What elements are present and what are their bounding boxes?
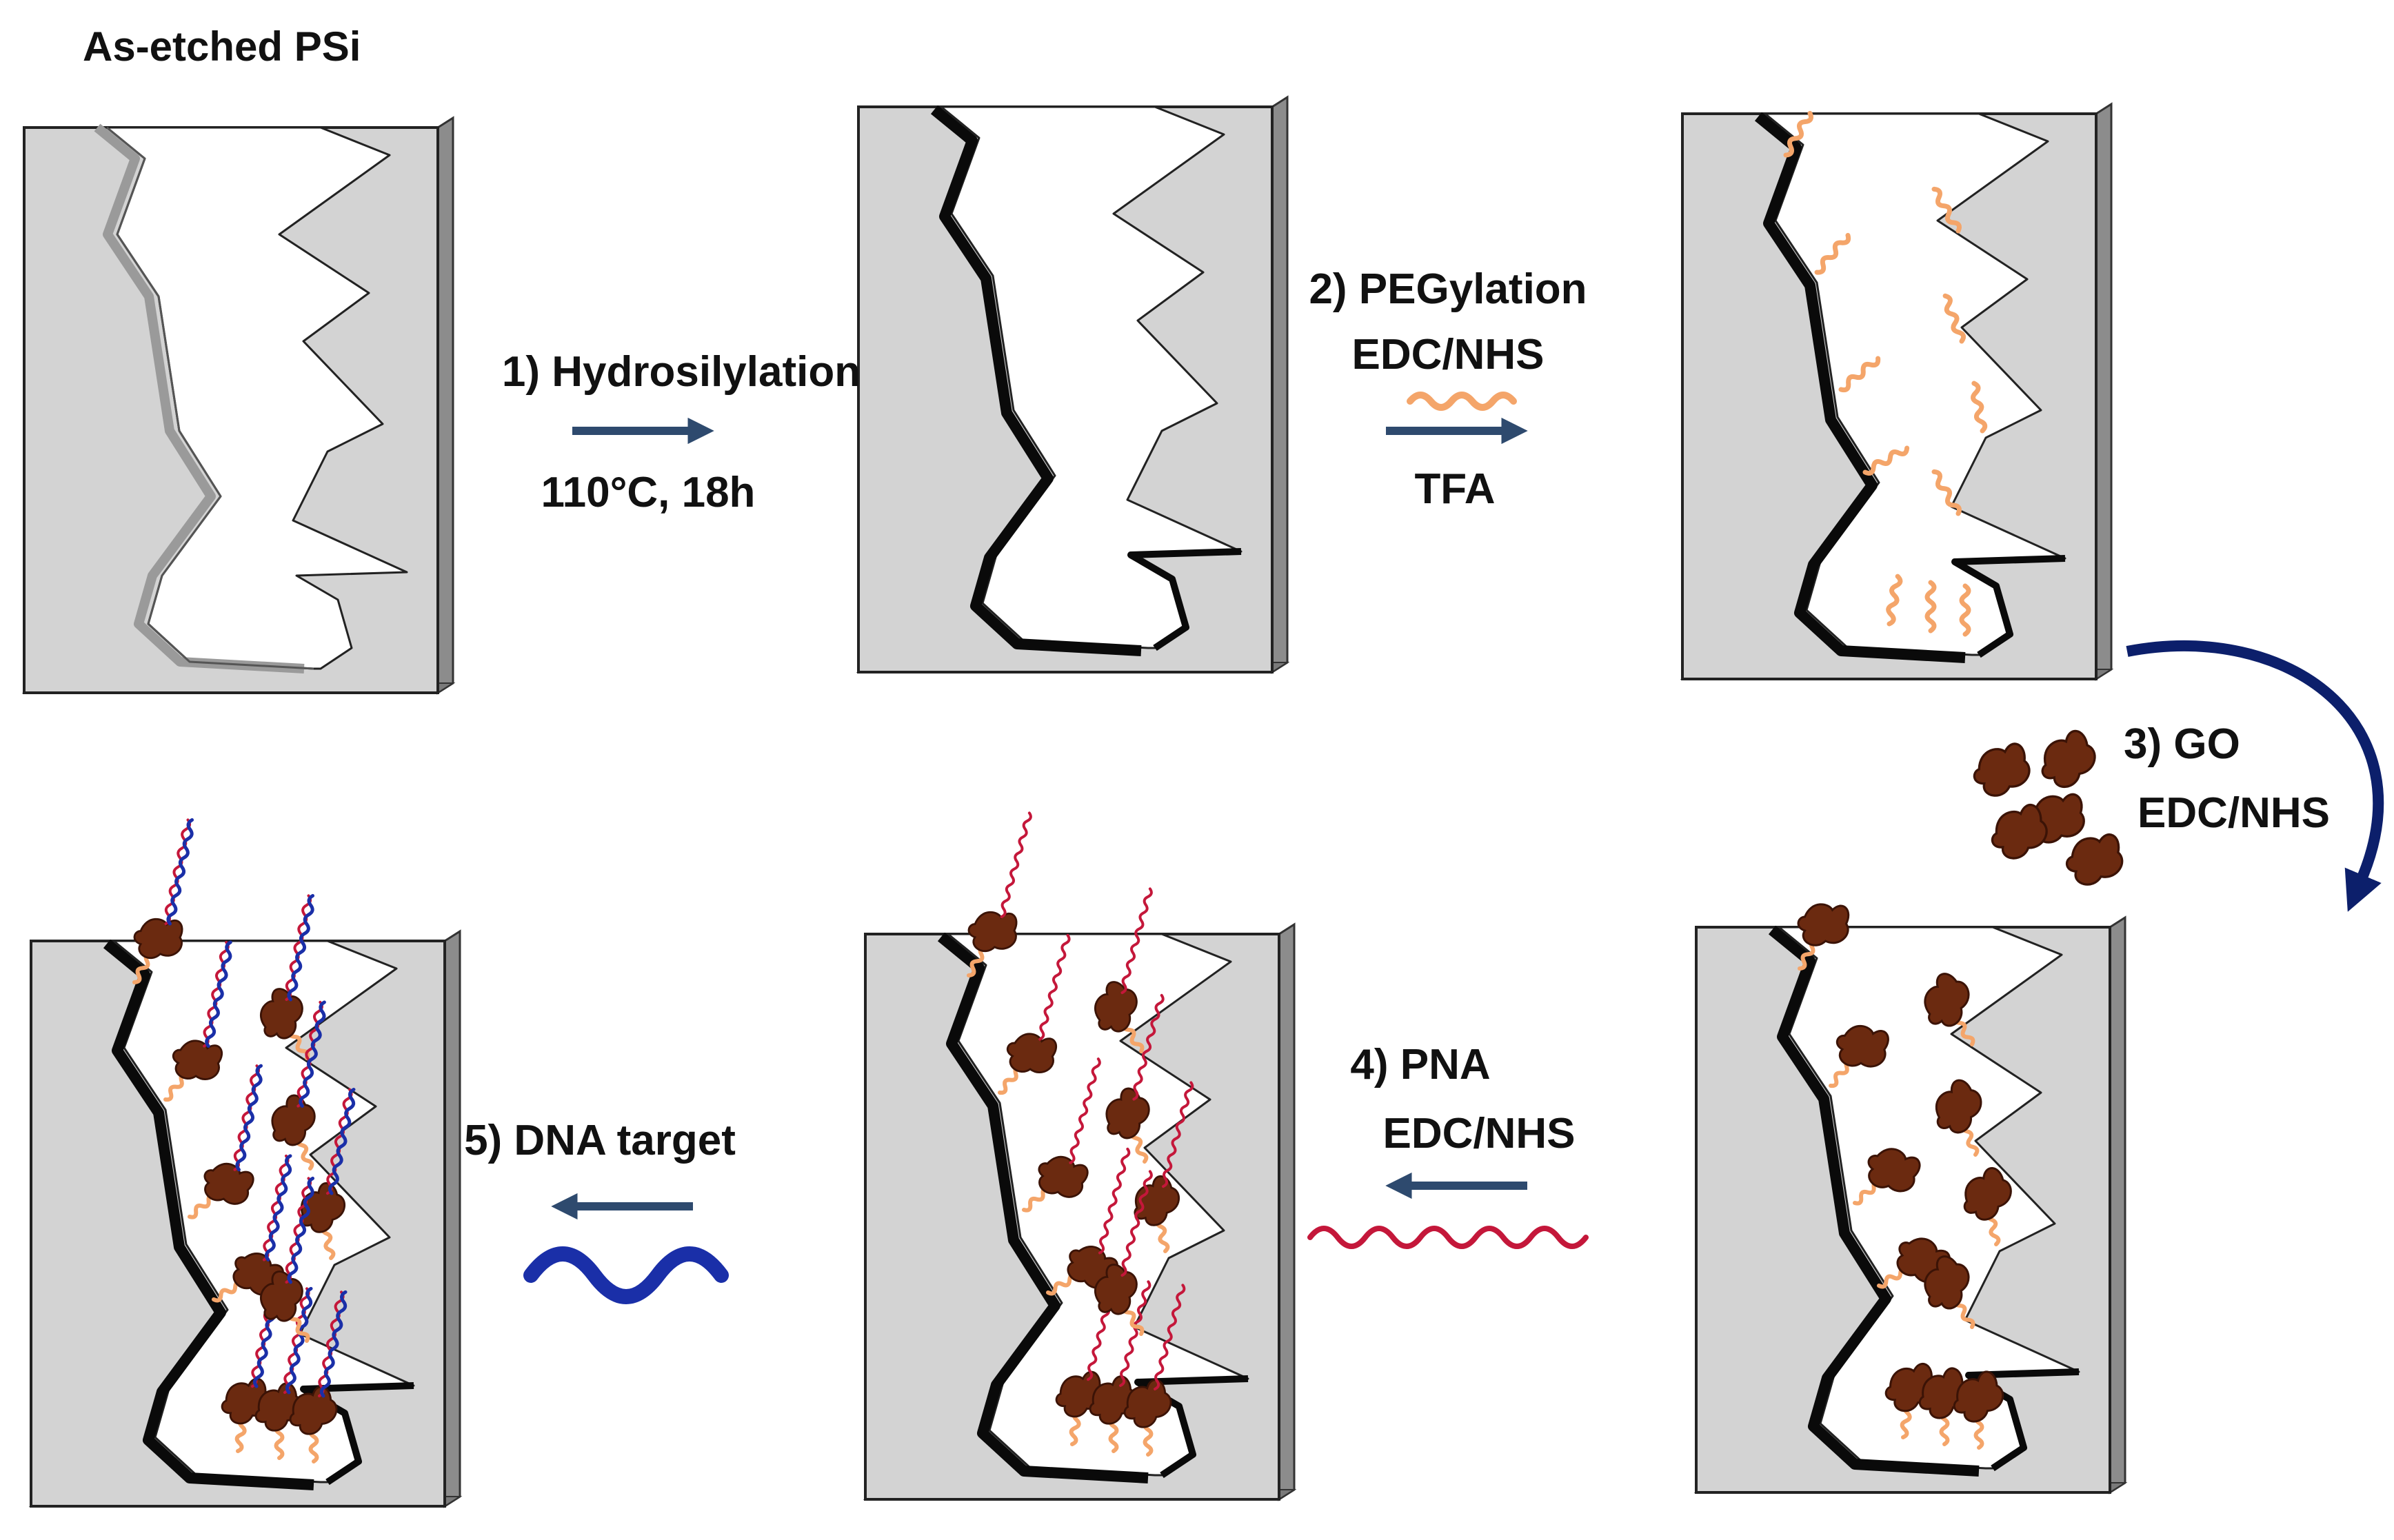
dna-strand	[205, 940, 232, 1048]
go-flake	[1038, 1155, 1089, 1198]
go-flake	[1094, 1264, 1138, 1315]
go-flake	[2065, 833, 2124, 886]
pna-strand	[262, 1154, 290, 1262]
peg-chain	[1814, 232, 1851, 275]
dna-strand	[287, 1176, 315, 1284]
pna-strand	[1161, 1081, 1194, 1188]
pna-strand	[1038, 933, 1071, 1041]
step3-line2: EDC/NHS	[2138, 789, 2330, 837]
go-flake	[1935, 1079, 1982, 1134]
panel-go-grafted	[1693, 903, 2128, 1495]
go-flakes-icon	[1973, 729, 2124, 886]
dna-strand	[166, 818, 194, 926]
pna-strand-icon	[1307, 1226, 1589, 1249]
step5-label: 5) DNA target	[464, 1117, 736, 1164]
step3-curved-arrow	[2126, 640, 2384, 912]
peg-chain	[1862, 445, 1910, 476]
go-flake	[271, 1094, 316, 1146]
peg-chain	[1838, 356, 1881, 393]
go-flake	[1924, 1255, 1970, 1310]
pna-strand	[318, 1290, 345, 1397]
dna-strand	[264, 1154, 292, 1262]
go-flake	[260, 988, 303, 1040]
peg-chain-icon	[1407, 392, 1517, 411]
go-flake	[1105, 1087, 1150, 1139]
go-flake	[1123, 1379, 1172, 1428]
dna-strand	[328, 1088, 356, 1195]
go-flake	[203, 1162, 254, 1205]
dna-strand-icon	[523, 1246, 729, 1304]
peg-chain	[1886, 574, 1903, 627]
peg-chain	[1783, 110, 1813, 158]
pna-strand	[164, 818, 192, 926]
pna-strand	[203, 940, 230, 1048]
go-flake	[1797, 903, 1850, 946]
pna-strand	[285, 894, 312, 1002]
dna-strand	[285, 1286, 313, 1395]
peg-chain	[1959, 583, 1971, 637]
peg-chain	[1971, 381, 1988, 434]
step4-label: 4) PNA	[1350, 1041, 1490, 1088]
go-flake	[967, 911, 1018, 953]
peg-chain	[1942, 293, 1967, 344]
pna-strand	[1000, 811, 1032, 919]
pna-strand	[1098, 1147, 1131, 1255]
step1-label: 1) Hydrosilylation	[502, 348, 861, 396]
panel-pegylated	[1680, 102, 2114, 681]
dna-strand	[287, 893, 315, 1002]
pna-strand	[285, 1177, 312, 1284]
go-flake	[1973, 742, 2031, 797]
step1-sublabel: 110°C, 18h	[541, 469, 756, 516]
panel-pna-grafted	[863, 811, 1297, 1501]
panel-dna-hybridized	[28, 818, 463, 1508]
go-flake	[2041, 729, 2096, 789]
go-flake	[1006, 1033, 1057, 1073]
pna-strand	[325, 1088, 353, 1195]
pna-strand	[1120, 887, 1153, 995]
step3-label: 3) GO	[2124, 720, 2240, 768]
step2-line2: EDC/NHS	[1351, 331, 1544, 378]
go-flake	[172, 1040, 223, 1080]
pna-strand	[296, 1000, 323, 1108]
step2-sublabel: TFA	[1414, 465, 1495, 513]
peg-chain	[1924, 580, 1937, 634]
go-flake	[1963, 1167, 2012, 1221]
pna-strand	[283, 1287, 310, 1394]
go-flake	[1835, 1024, 1889, 1068]
go-flake	[1094, 981, 1138, 1033]
panel-as-etched	[21, 116, 456, 695]
go-flake	[133, 918, 183, 960]
pna-strand	[1069, 1057, 1101, 1164]
peg-chain	[1931, 469, 1962, 516]
go-flake	[289, 1386, 338, 1435]
dna-strand	[299, 1000, 326, 1108]
pna-strand	[1120, 1170, 1153, 1277]
go-flake	[1991, 804, 2048, 860]
go-flake	[1924, 973, 1970, 1027]
go-flake	[1953, 1370, 2004, 1423]
pna-strand	[233, 1064, 261, 1171]
title-label: As-etched PSi	[83, 23, 361, 70]
panel-hydrosilylated	[856, 95, 1290, 674]
peg-chain	[1931, 186, 1962, 234]
dna-strand	[319, 1290, 348, 1398]
step2-label: 2) PEGylation	[1309, 265, 1587, 313]
go-flake	[260, 1270, 303, 1322]
dna-strand	[235, 1064, 263, 1172]
step4-line2: EDC/NHS	[1382, 1110, 1575, 1157]
pna-strand	[1119, 1280, 1151, 1387]
pna-strand	[1154, 1284, 1186, 1390]
pna-strand	[1132, 993, 1165, 1101]
go-flake	[1867, 1148, 1921, 1193]
